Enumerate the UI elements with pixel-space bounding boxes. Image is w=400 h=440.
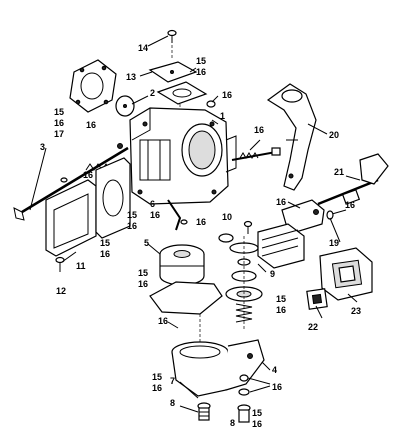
callout-21: 21	[334, 167, 344, 177]
callout-8: 8	[170, 398, 175, 408]
callout-15: 15	[152, 372, 162, 382]
callout-15: 15	[252, 408, 262, 418]
callout-16: 16	[100, 249, 110, 259]
callout-5: 5	[144, 238, 149, 248]
callout-15: 15	[276, 294, 286, 304]
callout-10: 10	[222, 212, 232, 222]
callout-labels: 14 13 15 16 2 16 15 16 17 1 16 16 20 3 1…	[40, 43, 361, 429]
part-9-choke-assembly	[257, 223, 305, 269]
part-spring	[235, 303, 253, 323]
callout-16: 16	[158, 316, 168, 326]
callout-13: 13	[126, 72, 136, 82]
callout-16: 16	[272, 382, 282, 392]
callout-16: 16	[54, 118, 64, 128]
callout-23: 23	[351, 306, 361, 316]
callout-16: 16	[152, 383, 162, 393]
callout-16: 16	[254, 125, 264, 135]
part-4-float-bowl	[171, 339, 265, 397]
callout-15: 15	[127, 210, 137, 220]
callout-17: 17	[54, 129, 64, 139]
part-1-carburetor-body	[129, 107, 237, 205]
callout-16: 16	[86, 120, 96, 130]
callout-16: 16	[276, 197, 286, 207]
callout-9: 9	[270, 269, 275, 279]
part-19-screw	[326, 209, 347, 220]
callout-16: 16	[276, 305, 286, 315]
part-16-nut-top	[206, 100, 216, 108]
callout-16: 16	[222, 90, 232, 100]
callout-15: 15	[54, 107, 64, 117]
callout-16: 16	[138, 279, 148, 289]
callout-16: 16	[345, 200, 355, 210]
callout-15: 15	[196, 56, 206, 66]
callout-16: 16	[150, 210, 160, 220]
part-idle-screw	[231, 147, 281, 161]
callout-16: 16	[252, 419, 262, 429]
part-upper-diaphragm	[156, 81, 208, 105]
part-8-drain-screw-left	[197, 402, 211, 421]
callout-8: 8	[230, 418, 235, 428]
callout-3: 3	[40, 142, 45, 152]
part-21-choke-shaft	[317, 153, 389, 206]
callout-16: 16	[196, 217, 206, 227]
part-14-screw	[167, 29, 177, 43]
part-22-gasket	[306, 288, 328, 310]
part-5-float	[159, 244, 205, 286]
callout-15: 15	[138, 268, 148, 278]
callout-15: 15	[100, 238, 110, 248]
callout-20: 20	[329, 130, 339, 140]
callout-19: 19	[329, 238, 339, 248]
part-13-gasket-plate	[148, 61, 198, 83]
callout-14: 14	[138, 43, 148, 53]
part-8-drain-screw-right	[237, 404, 251, 423]
callout-6: 6	[150, 199, 155, 209]
callout-12: 12	[56, 286, 66, 296]
part-10-screw	[243, 220, 253, 234]
part-pump-diaphragm	[95, 143, 131, 239]
part-bowl-gasket	[149, 281, 223, 315]
part-20-linkage-arm	[266, 83, 317, 191]
callout-7: 7	[170, 376, 175, 386]
callout-16: 16	[196, 67, 206, 77]
part-23-intake-adapter	[319, 247, 373, 301]
part-6-lever	[167, 199, 188, 231]
part-12-screw	[55, 256, 65, 272]
part-jet-small	[238, 374, 250, 396]
callout-22: 22	[308, 322, 318, 332]
callout-16: 16	[127, 221, 137, 231]
callout-2: 2	[150, 88, 155, 98]
part-cap-top	[218, 233, 234, 243]
part-17-gasket	[69, 59, 117, 113]
callout-4: 4	[272, 365, 277, 375]
callout-1: 1	[220, 111, 225, 121]
leader-lines	[29, 35, 361, 413]
part-2-disc	[115, 95, 135, 117]
part-11-cover-plate	[45, 179, 97, 257]
callout-11: 11	[76, 261, 86, 271]
callout-16: 16	[83, 170, 93, 180]
